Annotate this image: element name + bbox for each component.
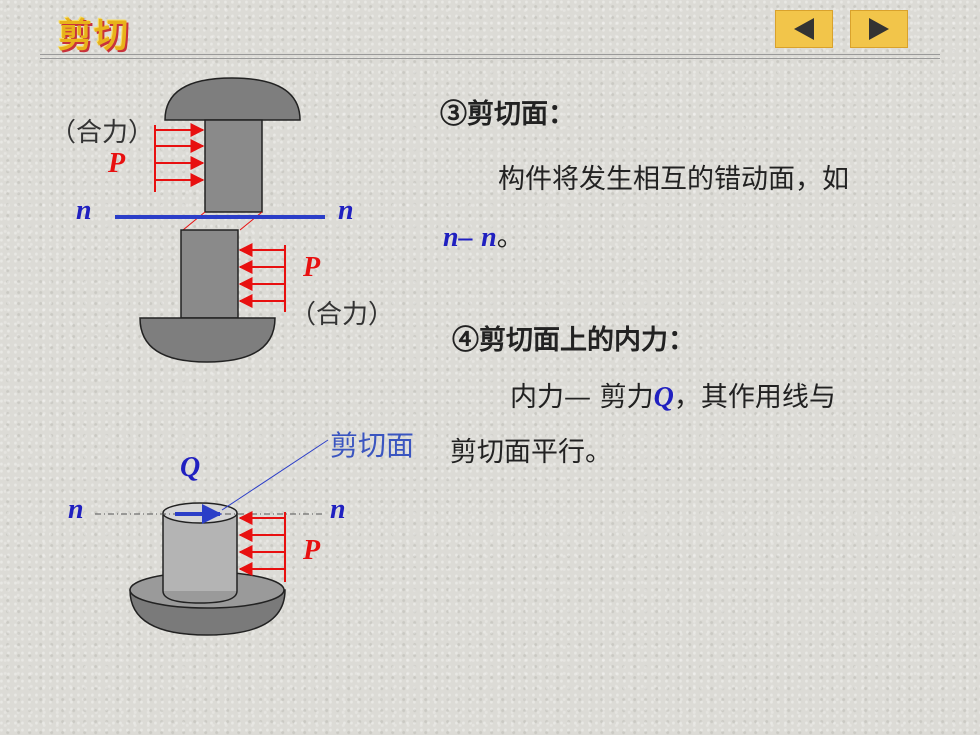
para-internal-force-line2: 剪切面平行。 bbox=[450, 437, 612, 468]
para-shear-plane-line1: 构件将发生相互的错动面，如 bbox=[498, 164, 849, 195]
prev-button[interactable] bbox=[775, 10, 833, 48]
para-internal-force-line1: 内力— 剪力Q，其作用线与 bbox=[510, 375, 836, 414]
label-resultant-bottom: （合力） bbox=[290, 300, 395, 330]
label-resultant-top: （合力） bbox=[50, 118, 155, 148]
heading-internal-force: ④剪切面上的内力： bbox=[452, 325, 695, 356]
Q-symbol: Q bbox=[653, 382, 674, 413]
triangle-right-icon bbox=[869, 18, 889, 40]
rivet-shear-diagram bbox=[115, 77, 325, 363]
label-n-left: n bbox=[76, 195, 92, 226]
header-divider bbox=[40, 54, 940, 59]
heading-shear-plane: ③剪切面： bbox=[440, 99, 575, 130]
label-n2-right: n bbox=[330, 494, 346, 525]
rivet-top-shank bbox=[204, 119, 263, 213]
label-force-P-bottom: P bbox=[303, 252, 321, 283]
label-force-P-top: P bbox=[108, 148, 126, 179]
n-symbol-1: n bbox=[443, 222, 459, 253]
triangle-left-icon bbox=[794, 18, 814, 40]
force-arrows-top bbox=[154, 123, 205, 192]
label-shear-force-Q: Q bbox=[180, 452, 201, 483]
rivet-bottom-shank bbox=[180, 229, 239, 319]
next-button[interactable] bbox=[850, 10, 908, 48]
label-force-P-lower: P bbox=[303, 535, 321, 566]
force-arrows-bottom bbox=[238, 243, 286, 312]
rivet-section-diagram bbox=[95, 439, 329, 636]
text-internal-force: 内力— 剪力 bbox=[510, 382, 654, 413]
label-n-right: n bbox=[338, 195, 354, 226]
page-title: 剪切 bbox=[58, 16, 130, 56]
rivet-top-head bbox=[164, 77, 301, 121]
period: 。 bbox=[496, 222, 524, 253]
para-shear-plane-line2: n– n。 bbox=[443, 215, 524, 254]
label-shear-plane: 剪切面 bbox=[330, 429, 415, 462]
label-n2-left: n bbox=[68, 494, 84, 525]
dash-symbol: – bbox=[458, 222, 473, 253]
rivet-bottom-head bbox=[139, 317, 276, 363]
n-symbol-2: n bbox=[481, 222, 497, 253]
text-action-line: ，其作用线与 bbox=[673, 382, 836, 413]
